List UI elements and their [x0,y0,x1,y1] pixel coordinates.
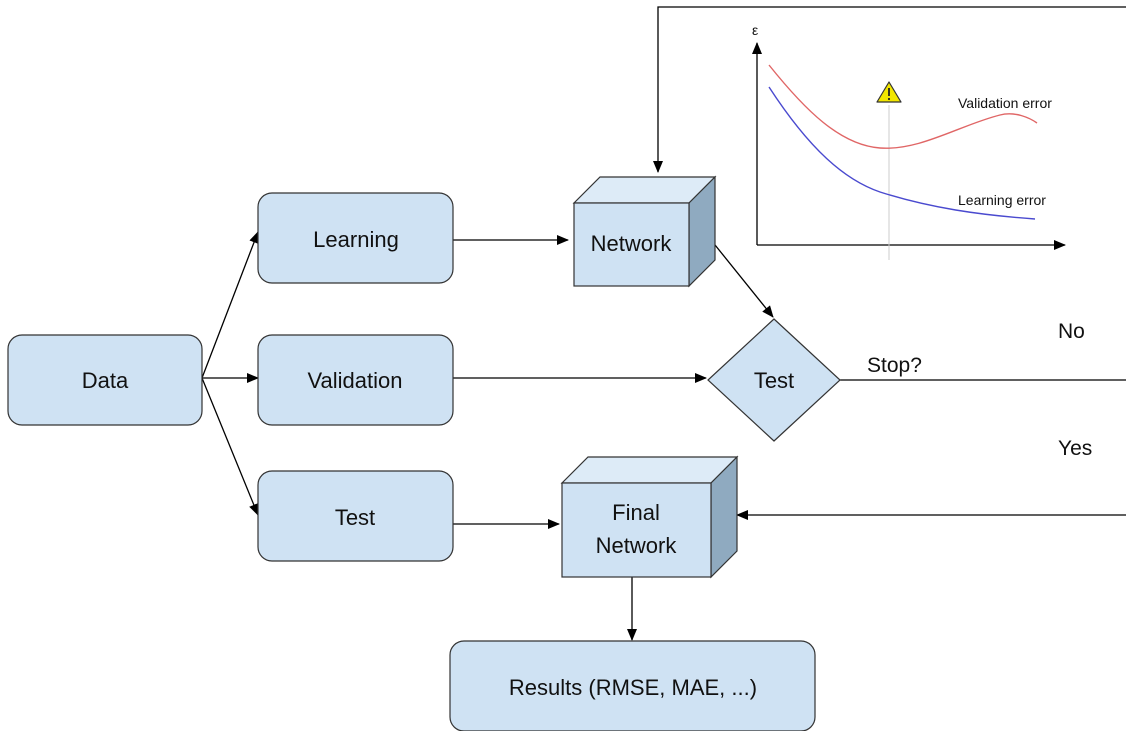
no-label: No [1058,320,1085,343]
network-node-label: Network [591,231,673,256]
inset-error-chart: ε Validation error Learning error [752,22,1066,260]
learning-error-label: Learning error [958,192,1046,208]
yes-label: Yes [1058,437,1092,460]
data-node-label: Data [82,368,129,393]
results-node-label: Results (RMSE, MAE, ...) [509,675,757,700]
learning-node: Learning [257,192,454,284]
arrow-no-feedback-loop [653,6,1126,173]
arrow-data-to-test [201,377,259,516]
validation-node-label: Validation [308,368,403,393]
stop-label: Stop? [867,354,922,377]
connectors [201,6,1126,641]
validation-error-curve [768,64,1038,149]
learning-error-curve [768,86,1036,220]
final-network-label-line2: Network [596,533,678,558]
final-network-label-line1: Final [612,500,660,525]
results-node: Results (RMSE, MAE, ...) [449,640,816,731]
test-decision-label: Test [754,368,794,393]
y-axis-symbol: ε [752,22,758,38]
warning-icon [876,81,902,103]
test-decision-node: Test [707,318,841,442]
final-network-node: Final Network [560,455,739,579]
learning-node-label: Learning [313,227,399,252]
network-node: Network [572,175,717,288]
validation-node: Validation [257,334,454,426]
data-node: Data [7,334,203,426]
test-set-node: Test [257,470,454,562]
arrow-network-to-test-decision [706,234,774,318]
validation-error-label: Validation error [958,95,1052,111]
test-set-node-label: Test [335,505,375,530]
arrow-data-to-learning [201,231,259,379]
